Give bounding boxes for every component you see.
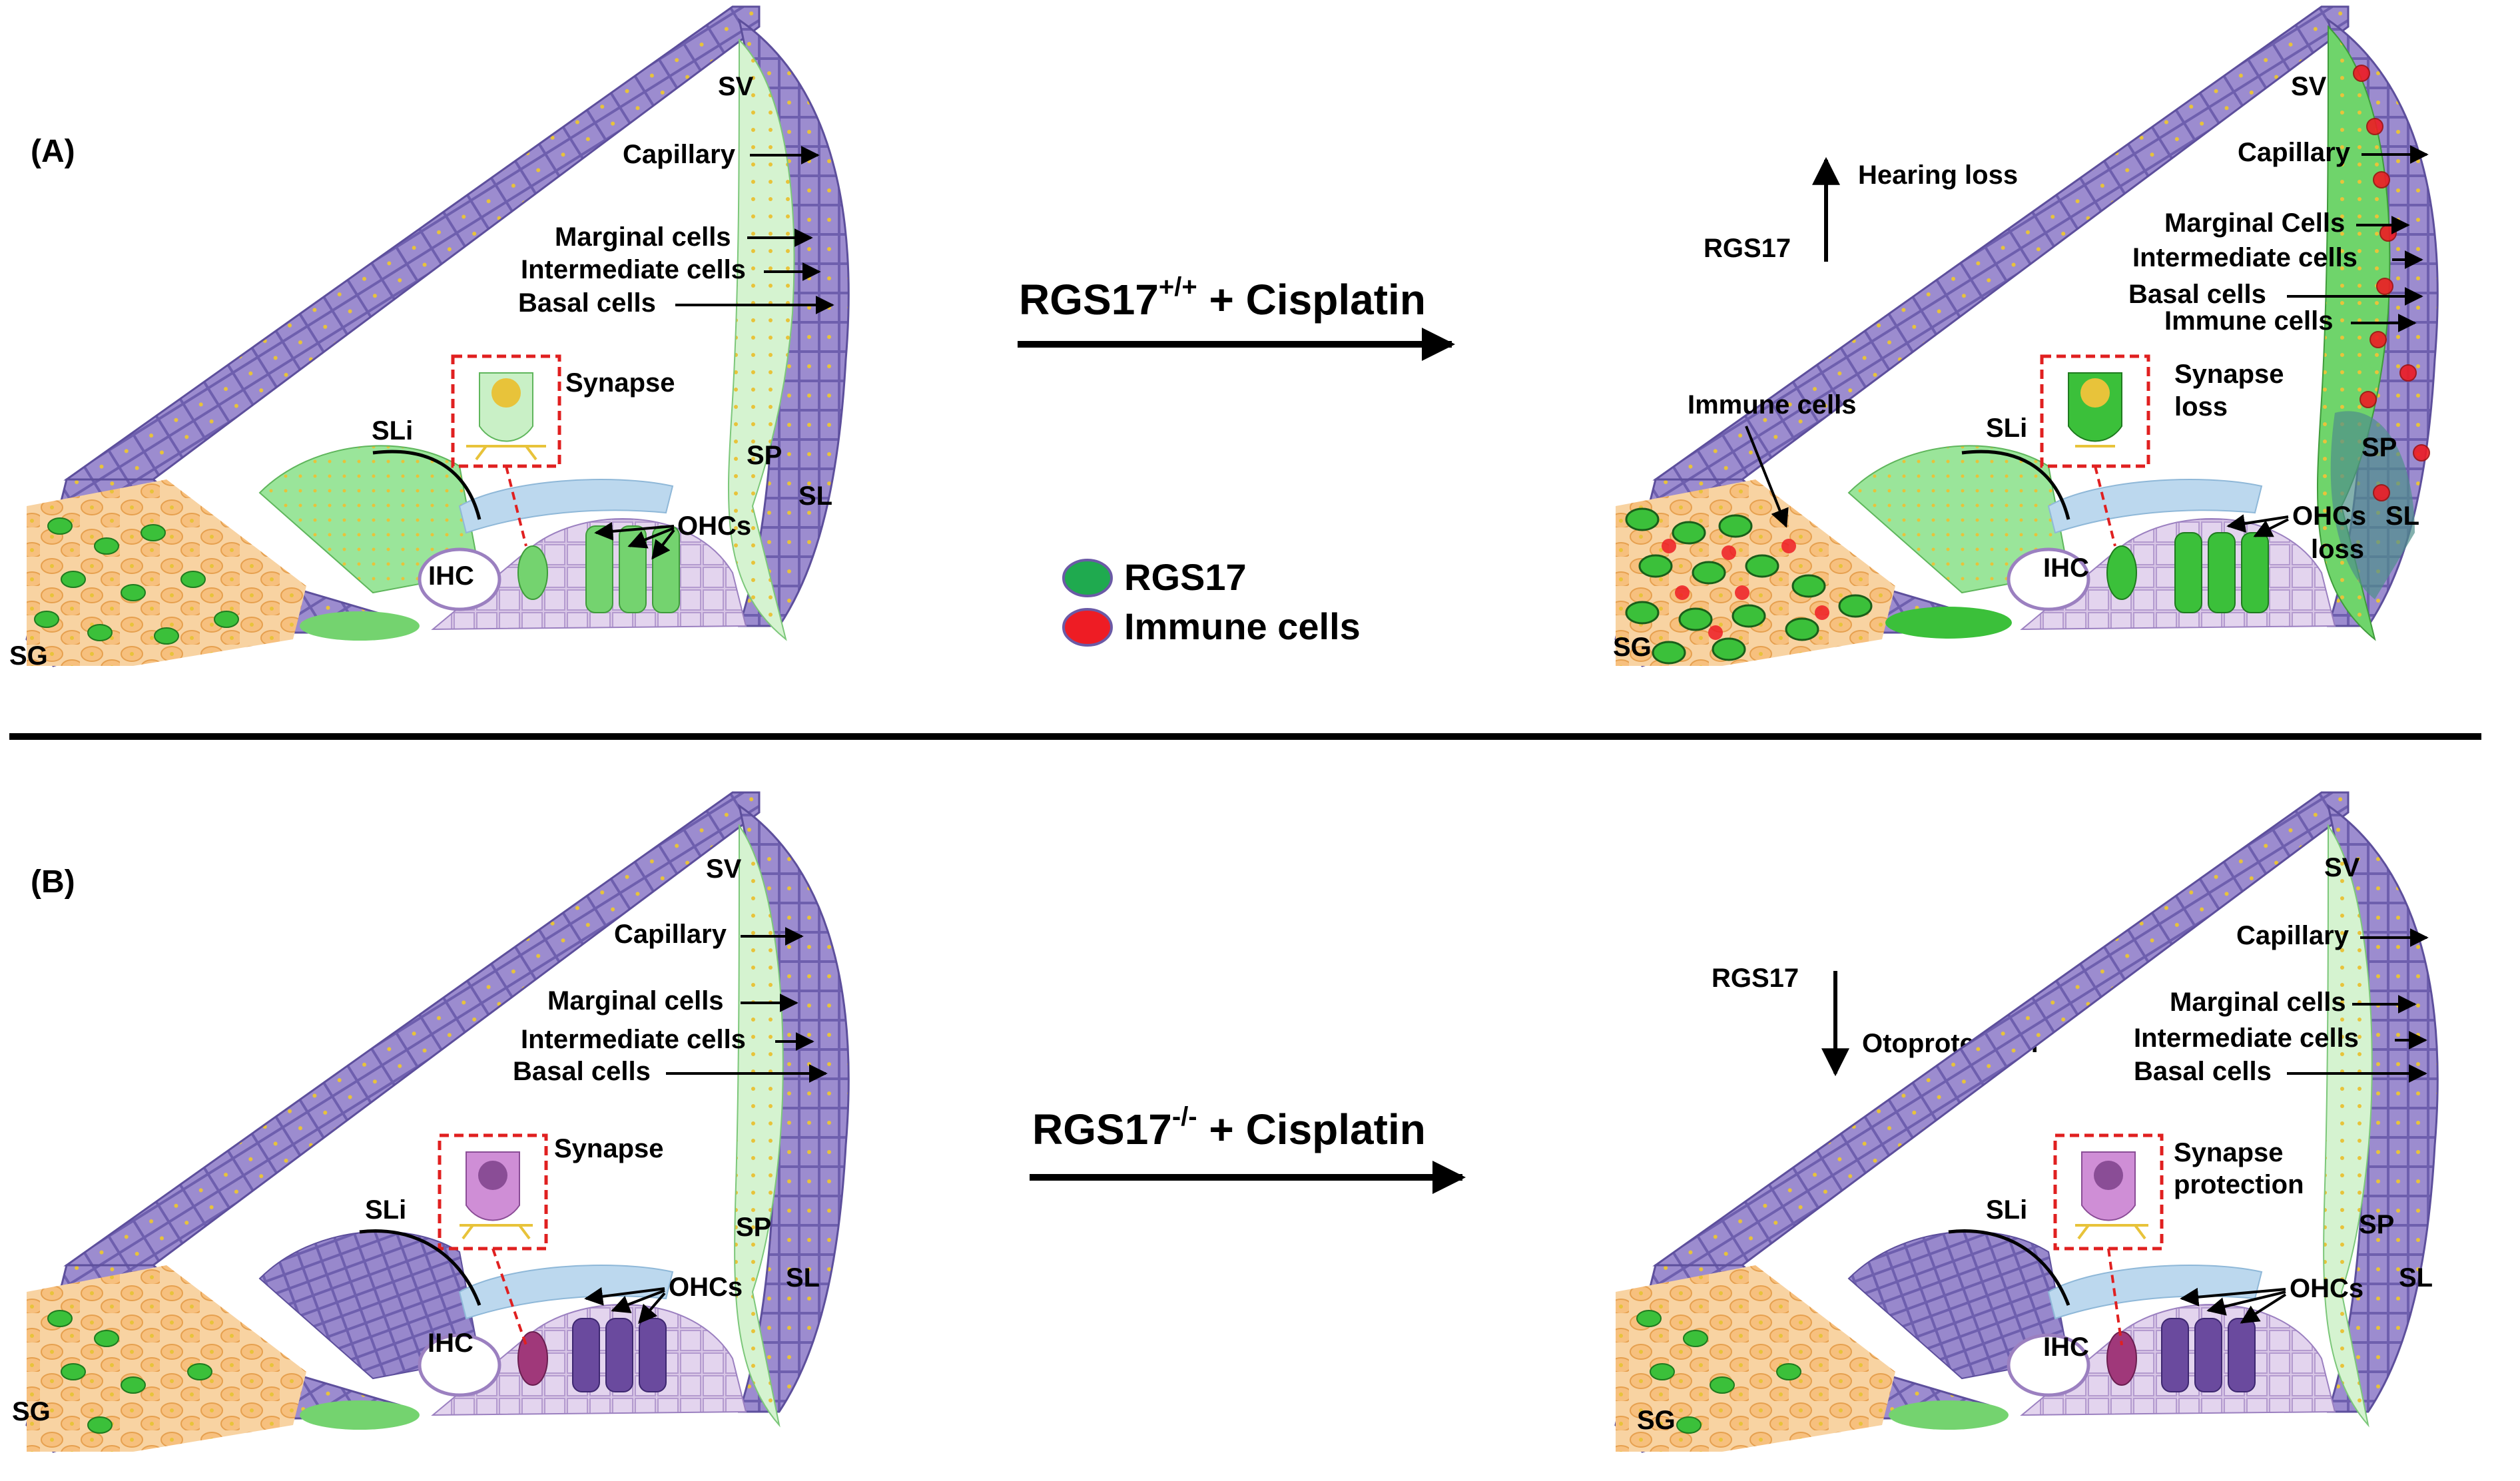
legend-rgs17-swatch [1062,559,1113,597]
panel-b-right-synapse-label-2: protection [2174,1170,2304,1199]
panel-a-right-immune-sg-label: Immune cells [1688,390,1856,420]
panel-b-right-cochlea: SV Capillary Marginal cells Intermediate… [1614,791,2439,1453]
panel-a-left-sl-label: SL [798,481,832,511]
panel-a-right-cochlea: SV Capillary Marginal Cells Intermediate… [1613,5,2439,667]
panel-a-right-ohcs-label-2: loss [2311,535,2364,564]
panel-a-right-marginal-label: Marginal Cells [2164,208,2345,238]
panel-a-right-sli-label: SLi [1986,414,2027,443]
panel-a-left-ohcs-label: OHCs [677,511,751,541]
panel-a-left-synapse-label: Synapse [565,368,675,398]
panel-a-right-ohcs-label-1: OHCs [2292,501,2366,531]
panel-b: (B) SV Capilla [12,791,2439,1453]
panel-b-condition: RGS17-/- + Cisplatin [1030,1102,1466,1194]
panel-b-right-ihc-label: IHC [2043,1333,2089,1362]
panel-b-right-sp-label: SP [2359,1210,2394,1239]
panel-a-right-sv-label: SV [2291,72,2327,101]
panel-b-left-capillary-label: Capillary [614,920,727,949]
panel-a-trend: RGS17 Hearing loss [1704,156,2018,263]
panel-b-right-sli-label: SLi [1986,1195,2027,1225]
panel-b-left-sli-label: SLi [365,1195,406,1225]
panel-b-right-marginal-label: Marginal cells [2170,988,2346,1017]
panel-a-tag: (A) [31,134,75,169]
panel-b-left-synapse-label: Synapse [554,1134,664,1163]
panel-a-right-basal-label: Basal cells [2128,280,2266,309]
panel-b-trend-gene: RGS17 [1712,964,1799,993]
panel-b-left-basal-label: Basal cells [513,1057,651,1086]
panel-a-right-sg-label: SG [1613,633,1652,662]
panel-b-left-marginal-label: Marginal cells [547,986,724,1016]
panel-a-condition-label: RGS17+/+ + Cisplatin [1019,272,1426,324]
panel-b-left-cochlea: SV Capillary Marginal cells Intermediate… [12,791,850,1453]
panel-b-right-sg-label: SG [1637,1406,1676,1435]
panel-b-right-basal-label: Basal cells [2134,1057,2272,1086]
panel-a-trend-outcome: Hearing loss [1858,160,2018,190]
panel-a-left-marginal-label: Marginal cells [555,222,731,252]
panel-b-left-intermediate-label: Intermediate cells [521,1025,746,1054]
panel-a-right-synapse-label-2: loss [2174,392,2228,422]
legend-immune-label: Immune cells [1124,605,1361,647]
panel-b-left-sv-label: SV [706,854,742,884]
panel-a-condition: RGS17+/+ + Cisplatin [1018,272,1455,361]
panel-a: (A) [9,5,2439,671]
panel-a-left-sg-label: SG [9,641,48,671]
panel-a-left-ihc-label: IHC [428,561,474,591]
panel-a-right-sl-label: SL [2385,501,2419,531]
legend-rgs17-label: RGS17 [1124,556,1247,598]
panel-b-right-intermediate-label: Intermediate cells [2134,1024,2359,1053]
legend: RGS17 Immune cells [1062,556,1361,647]
panel-a-trend-gene: RGS17 [1704,234,1791,263]
panel-a-right-immune-sv-label: Immune cells [2164,306,2333,336]
panel-b-left-ohcs-label: OHCs [669,1273,743,1302]
legend-immune-swatch [1062,608,1113,647]
panel-b-left-ihc-label: IHC [428,1329,473,1358]
panel-b-right-sl-label: SL [2399,1263,2433,1293]
panel-b-left-sp-label: SP [736,1213,771,1242]
panel-a-left-basal-label: Basal cells [518,288,656,318]
panel-b-left-sl-label: SL [786,1263,820,1293]
panel-a-left-sv-label: SV [718,72,754,101]
panel-b-right-ohcs-label: OHCs [2290,1274,2363,1303]
panel-b-right-synapse-label-1: Synapse [2174,1138,2284,1167]
panel-a-right-sp-label: SP [2362,433,2397,462]
panel-a-left-sli-label: SLi [372,416,413,445]
panel-b-left-sg-label: SG [12,1397,51,1426]
panel-a-right-synapse-label-1: Synapse [2174,360,2284,389]
panel-b-tag: (B) [31,864,75,900]
panel-a-left-cochlea: SV Capillary Marginal cells Intermediate… [9,5,850,671]
panel-a-right-ihc-label: IHC [2043,553,2089,583]
panel-a-left-capillary-label: Capillary [623,140,736,169]
panel-b-right-sv-label: SV [2324,853,2360,882]
panel-b-right-capillary-label: Capillary [2236,921,2350,950]
panel-a-left-intermediate-label: Intermediate cells [521,255,746,284]
panel-a-right-intermediate-label: Intermediate cells [2132,243,2358,272]
panel-a-left-sp-label: SP [747,441,782,470]
panel-b-condition-label: RGS17-/- + Cisplatin [1032,1102,1426,1153]
panel-a-right-capillary-label: Capillary [2238,138,2351,167]
